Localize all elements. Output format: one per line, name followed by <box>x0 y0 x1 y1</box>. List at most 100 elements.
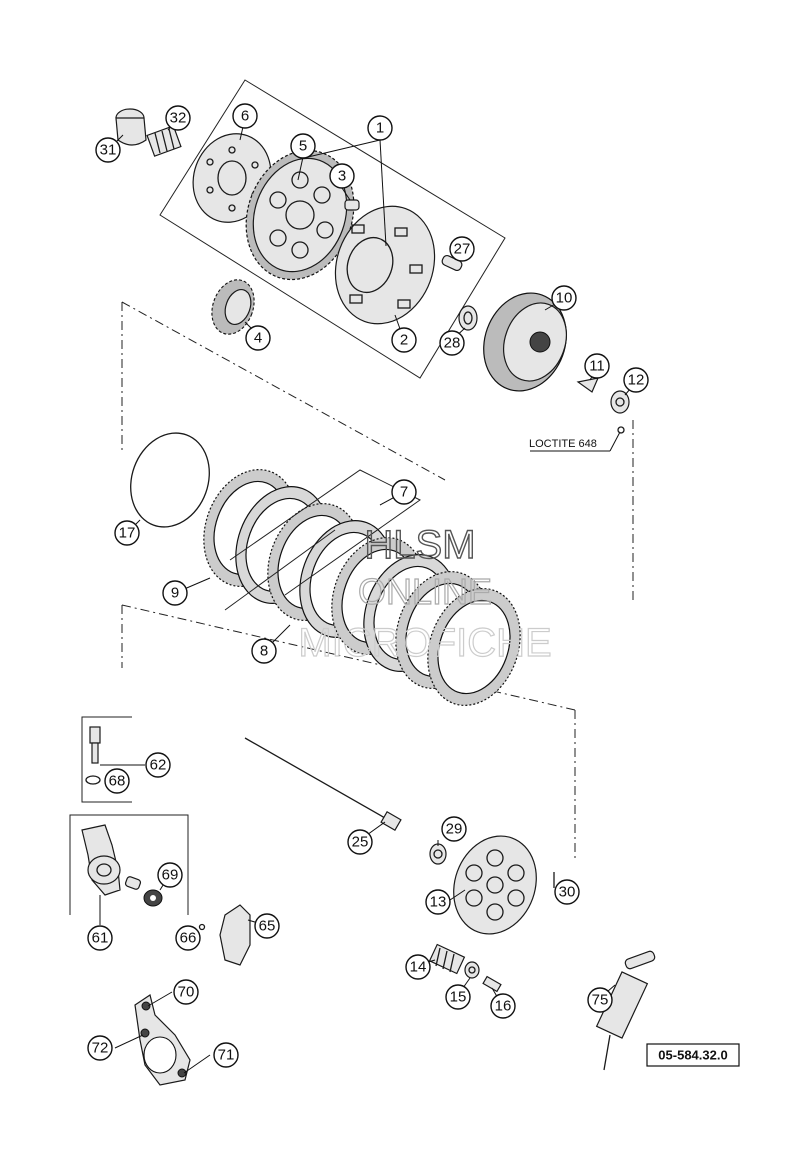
callout-71: 71 <box>213 1042 239 1068</box>
callout-label: 9 <box>171 585 179 602</box>
callout-label: 6 <box>241 108 249 125</box>
watermark-line-3: MICROFICHE <box>298 621 551 665</box>
callout-72: 72 <box>87 1035 113 1061</box>
callout-65: 65 <box>254 913 280 939</box>
callout-61: 61 <box>87 925 113 951</box>
callout-25: 25 <box>347 829 373 855</box>
nut-part <box>610 390 630 414</box>
callout-62: 62 <box>145 752 171 778</box>
callout-29: 29 <box>441 816 467 842</box>
gasket-part <box>219 904 251 966</box>
callout-4: 4 <box>245 325 271 351</box>
bolt-part <box>482 975 502 993</box>
callout-label: 12 <box>628 372 645 389</box>
inner-hub-part <box>483 292 567 392</box>
callout-label: 25 <box>352 834 369 851</box>
needle-bearing-part <box>146 125 182 157</box>
watermark-line-1: HLSM <box>364 523 475 567</box>
callout-16: 16 <box>490 993 516 1019</box>
callout-label: 75 <box>592 992 609 1009</box>
callout-label: 71 <box>218 1047 235 1064</box>
callout-10: 10 <box>551 285 577 311</box>
primary-gear-part <box>245 149 355 281</box>
callout-label: 3 <box>338 168 346 185</box>
callout-31: 31 <box>95 137 121 163</box>
piston-part <box>124 876 142 890</box>
callout-label: 17 <box>119 525 136 542</box>
callout-7: 7 <box>391 479 417 505</box>
clutch-plate-stack <box>203 469 521 706</box>
reference-number-box: 05-584.32.0 <box>646 1043 740 1067</box>
callout-label: 62 <box>150 757 167 774</box>
callout-17: 17 <box>114 520 140 546</box>
callout-label: 10 <box>556 290 573 307</box>
loctite-note: LOCTITE 648 <box>529 438 597 450</box>
seal-ring-part <box>143 889 163 907</box>
clutch-basket-part <box>334 205 436 325</box>
o-ring-small-part <box>198 923 206 931</box>
callout-5: 5 <box>290 133 316 159</box>
callout-11: 11 <box>584 353 610 379</box>
callout-label: 32 <box>170 110 187 127</box>
callout-9: 9 <box>162 580 188 606</box>
callout-label: 5 <box>299 138 307 155</box>
callout-12: 12 <box>623 367 649 393</box>
watermark-line-2: ONLINE <box>358 571 492 612</box>
callout-28: 28 <box>439 330 465 356</box>
callout-label: 11 <box>589 358 605 375</box>
callout-label: 66 <box>180 930 197 947</box>
callout-label: 1 <box>376 120 384 137</box>
callout-69: 69 <box>157 862 183 888</box>
callout-30: 30 <box>554 879 580 905</box>
callout-label: 68 <box>109 773 126 790</box>
callout-8: 8 <box>251 638 277 664</box>
o-ring-part <box>130 432 210 528</box>
callout-75: 75 <box>587 987 613 1013</box>
callout-15: 15 <box>445 984 471 1010</box>
slave-cylinder-part <box>81 824 121 896</box>
washer-part <box>458 305 478 331</box>
callout-label: 69 <box>162 867 179 884</box>
callout-label: 72 <box>92 1040 109 1057</box>
callout-label: 4 <box>254 330 262 347</box>
callout-label: 13 <box>430 894 447 911</box>
callout-66: 66 <box>175 925 201 951</box>
callout-label: 65 <box>259 918 276 935</box>
reference-number: 05-584.32.0 <box>658 1048 727 1063</box>
release-bearing-part <box>429 843 447 865</box>
callout-label: 61 <box>92 930 109 947</box>
bleeder-screw-part <box>89 726 101 764</box>
bushing-part <box>115 108 147 146</box>
callout-label: 15 <box>450 989 467 1006</box>
clutch-spring-part <box>428 943 466 975</box>
push-rod-part <box>244 737 402 832</box>
lock-washer-part <box>576 377 600 393</box>
ring-part <box>344 199 360 211</box>
callout-label: 28 <box>444 335 461 352</box>
callout-32: 32 <box>165 105 191 131</box>
watermark: HLSM ONLINE MICROFICHE <box>298 522 553 665</box>
callout-label: 31 <box>100 142 117 159</box>
pressure-plate-part <box>453 835 537 935</box>
bleeder-washer-part <box>85 775 101 785</box>
callout-label: 8 <box>260 643 268 660</box>
cover-gasket-part <box>134 994 191 1086</box>
callout-13: 13 <box>425 889 451 915</box>
callout-label: 2 <box>400 332 408 349</box>
group-frame-clutch-basket <box>159 79 506 379</box>
assembly-lines <box>121 301 634 862</box>
callout-label: 27 <box>454 241 471 258</box>
callout-label: 70 <box>178 984 195 1001</box>
callout-label: 7 <box>400 484 408 501</box>
callout-6: 6 <box>232 103 258 129</box>
callout-label: 14 <box>410 959 427 976</box>
callout-label: 29 <box>446 821 463 838</box>
callout-3: 3 <box>329 163 355 189</box>
callout-27: 27 <box>449 236 475 262</box>
drive-gear-part <box>211 279 255 335</box>
callout-14: 14 <box>405 954 431 980</box>
callout-label: 30 <box>559 884 576 901</box>
callout-label: 16 <box>495 998 512 1015</box>
callout-68: 68 <box>104 768 130 794</box>
